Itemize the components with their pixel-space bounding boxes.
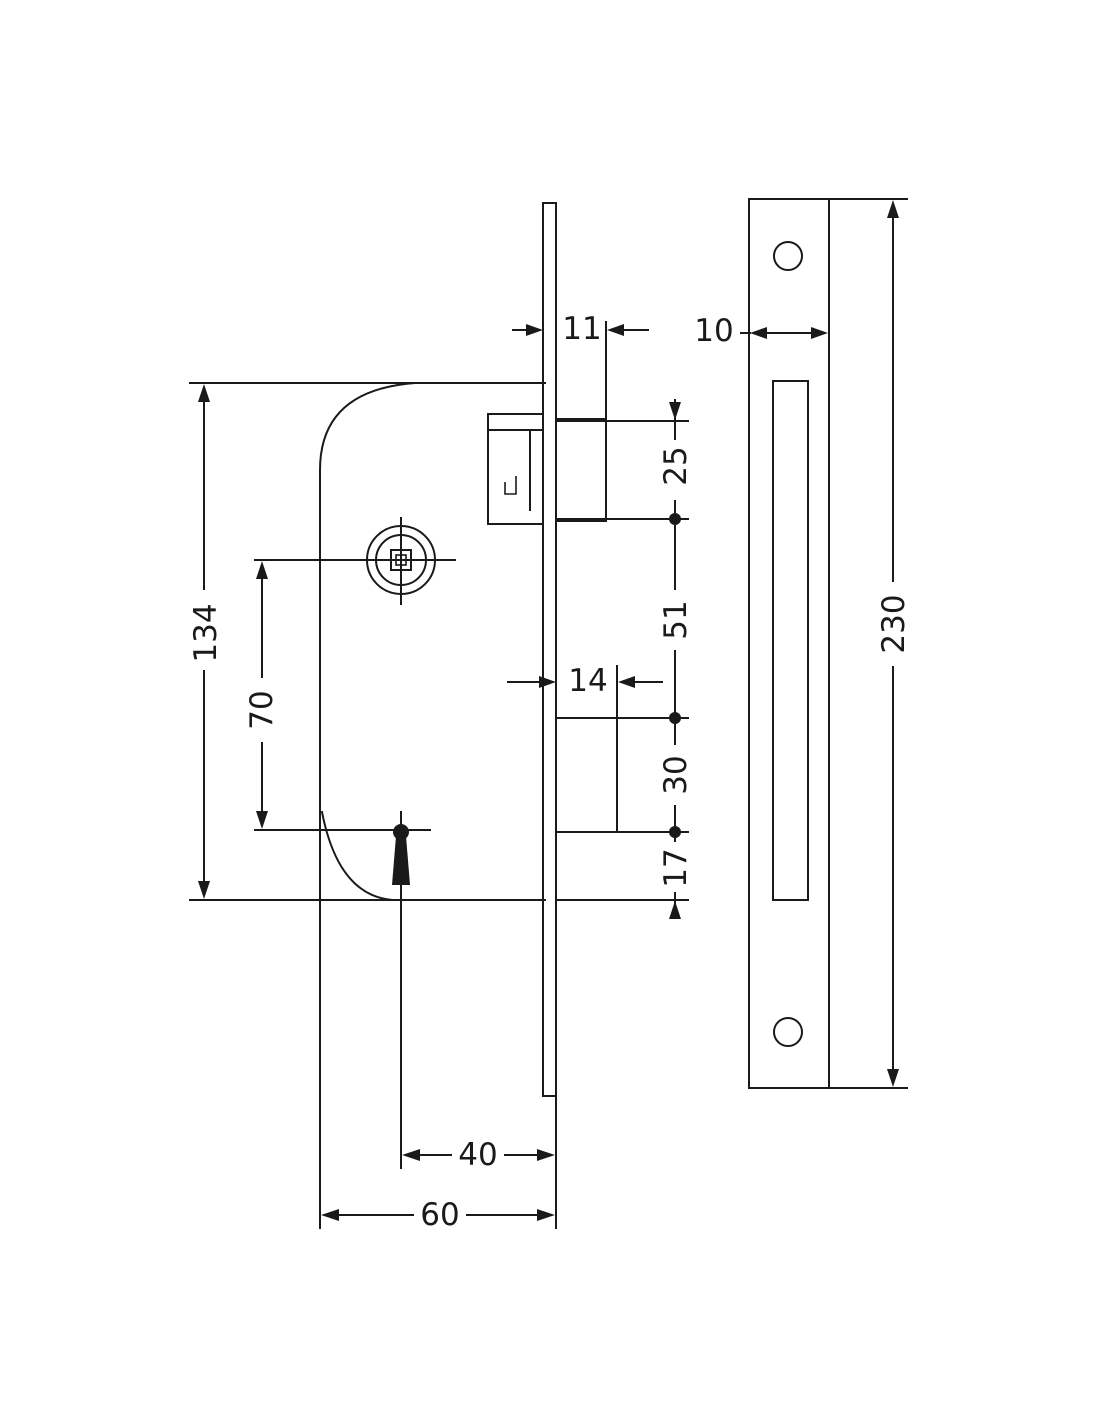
dimension-14: 14 [507,663,663,719]
dimension-40: 40 [402,1136,555,1173]
dimension-70: 70 [240,561,286,829]
dimension-chain-right: 25 51 30 17 [655,399,695,919]
dim-label-10: 10 [694,313,733,349]
screw-hole-bottom-icon [773,1017,803,1047]
dim-label-14: 14 [568,663,607,699]
dim-label-30: 30 [658,755,694,794]
dim-label-230: 230 [876,594,912,653]
faceplate [542,202,557,1229]
screw-hole-top-icon [773,241,803,271]
dim-label-134: 134 [188,603,224,662]
strike-slot [772,380,809,901]
dim-label-17: 17 [658,848,694,887]
dimension-60: 60 [321,1196,555,1233]
dimension-10: 10 [694,313,828,349]
lock-case [189,382,546,1229]
keyhole [254,811,431,1169]
dim-label-11: 11 [562,311,601,347]
latch-bolt [487,413,689,525]
dimension-11: 11 [512,311,649,521]
dim-label-25: 25 [658,446,694,485]
follower [254,517,456,605]
dim-label-70: 70 [244,690,280,729]
dimension-230: 230 [872,200,916,1087]
dim-label-40: 40 [458,1137,497,1173]
strike-plate [748,198,908,1089]
dim-label-60: 60 [420,1197,459,1233]
dim-label-51: 51 [658,600,694,639]
dimension-134: 134 [180,384,228,899]
